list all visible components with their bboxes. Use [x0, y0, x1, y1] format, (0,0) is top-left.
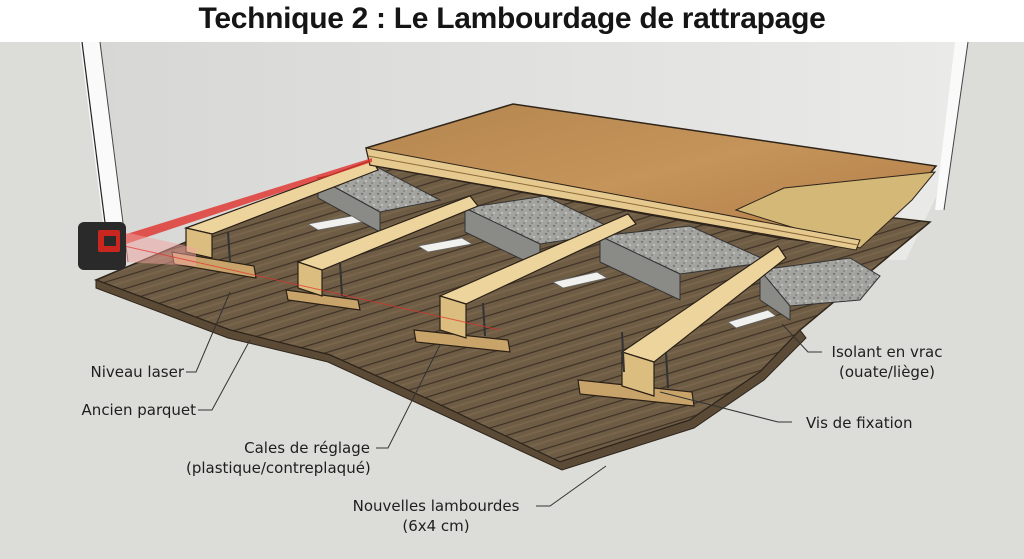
- label-new-joists: Nouvelles lambourdes (6x4 cm): [338, 496, 534, 536]
- label-insulation-line2: (ouate/liège): [838, 363, 936, 381]
- label-old-parquet: Ancien parquet: [81, 401, 196, 419]
- label-shims-line1: Cales de réglage: [244, 439, 370, 457]
- new-joists: [171, 159, 787, 407]
- label-joists-line2: (6x4 cm): [402, 517, 470, 535]
- label-shims: Cales de réglage (plastique/contreplaqué…: [186, 438, 371, 478]
- label-laser-level: Niveau laser: [90, 363, 184, 381]
- label-fixing-screws: Vis de fixation: [806, 414, 913, 432]
- diagram-title: Technique 2 : Le Lambourdage de rattrapa…: [198, 2, 826, 35]
- laser-level-device: [78, 158, 501, 331]
- label-joists-line1: Nouvelles lambourdes: [352, 497, 520, 515]
- label-shims-line2: (plastique/contreplaqué): [186, 459, 371, 477]
- finished-floor: [365, 103, 938, 251]
- fixing-screws: [227, 231, 669, 389]
- label-insulation-line1: Isolant en vrac: [831, 343, 943, 361]
- title-bar: [0, 0, 1024, 42]
- leader-lines: [186, 291, 822, 507]
- plastic-shims: [306, 215, 777, 329]
- label-insulation: Isolant en vrac (ouate/liège): [822, 342, 952, 382]
